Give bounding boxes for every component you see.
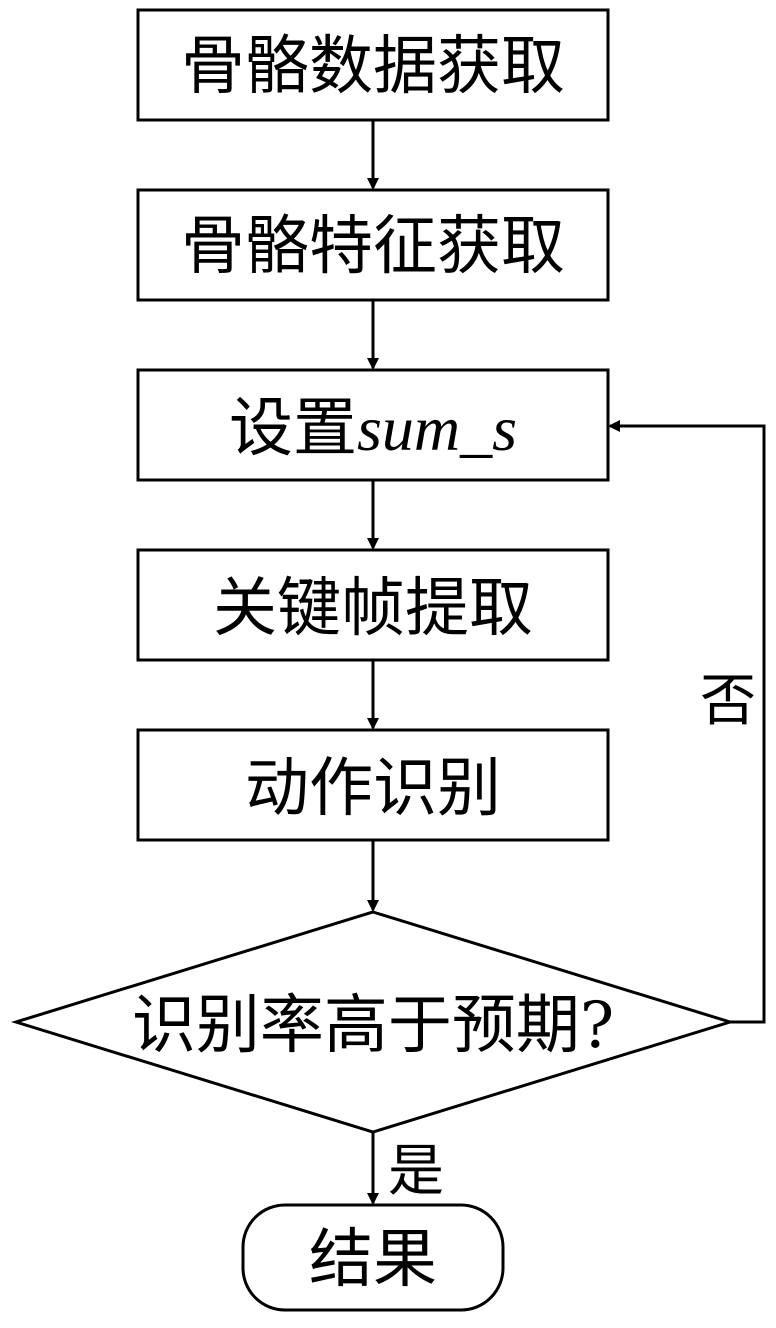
node-skeleton-data: 骨骼数据获取 xyxy=(136,8,610,122)
node-set-param-prefix: 设置 xyxy=(229,392,357,466)
node-action-recognition-label: 动作识别 xyxy=(245,752,501,826)
node-set-param: 设置sum_s xyxy=(136,368,610,482)
node-result-label: 结果 xyxy=(309,1223,437,1297)
node-skeleton-data-label: 骨骼数据获取 xyxy=(181,30,565,104)
node-skeleton-features: 骨骼特征获取 xyxy=(136,188,610,302)
node-keyframe-label: 关键帧提取 xyxy=(213,572,533,646)
node-keyframe: 关键帧提取 xyxy=(136,548,610,662)
edge-label-yes: 是 xyxy=(388,1139,444,1204)
node-action-recognition: 动作识别 xyxy=(136,728,610,842)
edge-label-no: 否 xyxy=(700,669,756,734)
arrow-no-loop xyxy=(608,420,766,1024)
node-decision: 识别率高于预期? xyxy=(10,910,736,1134)
node-result: 结果 xyxy=(241,1203,505,1312)
node-decision-label: 识别率高于预期? xyxy=(132,989,614,1063)
node-set-param-variable: sum_s xyxy=(357,393,517,464)
node-skeleton-features-label: 骨骼特征获取 xyxy=(181,210,565,284)
node-set-param-label: 设置sum_s xyxy=(229,392,517,466)
